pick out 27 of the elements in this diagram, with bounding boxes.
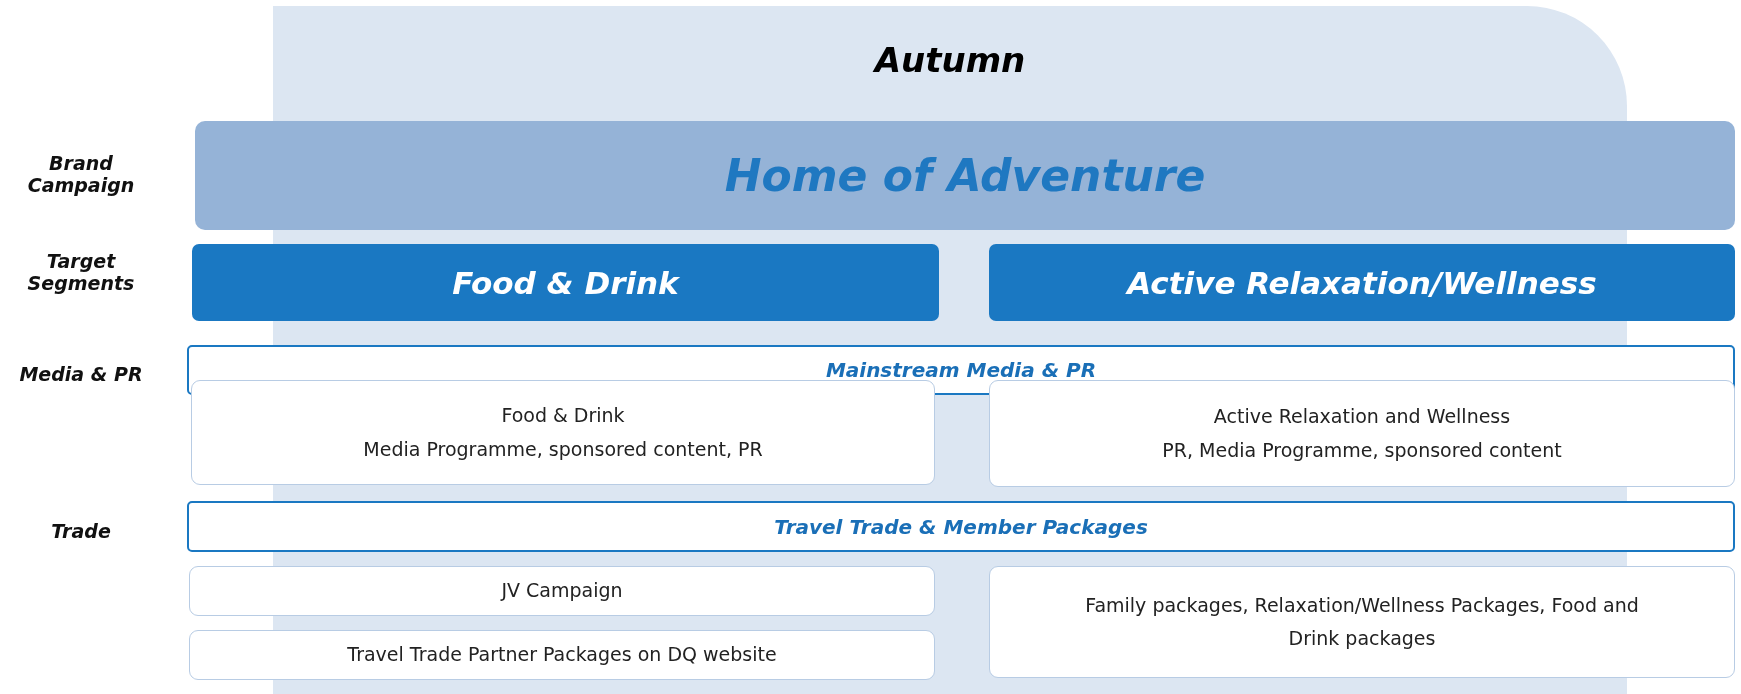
segment-box <box>192 244 939 321</box>
campaign-banner <box>195 121 1735 230</box>
activity-text: Travel Trade Partner Packages on DQ website <box>347 642 777 668</box>
activity-card <box>189 630 935 680</box>
channel-title: Travel Trade & Member Packages <box>774 514 1148 539</box>
campaign-title: Home of Adventure <box>724 150 1206 201</box>
activity-text: Active Relaxation and Wellness <box>1213 404 1511 430</box>
activity-card <box>989 380 1735 487</box>
row-label: Brand Campaign <box>26 152 136 196</box>
row-label: Media & PR <box>18 363 144 385</box>
segment-title: Active Relaxation/Wellness <box>1127 264 1597 301</box>
channel-title: Mainstream Media & PR <box>825 358 1097 382</box>
activity-text: JV Campaign <box>501 578 623 604</box>
row-label: Trade <box>50 520 112 542</box>
segment-box <box>989 244 1735 321</box>
row-label: Target Segments <box>26 250 136 294</box>
activity-text: Food & Drink <box>501 403 625 429</box>
activity-card <box>191 380 935 485</box>
activity-text: Family packages, Relaxation/Wellness Packages, Food and Drink packages <box>1084 592 1640 651</box>
segment-title: Food & Drink <box>452 264 679 301</box>
season-heading: Autumn <box>874 40 1026 80</box>
season-panel <box>273 6 1627 118</box>
activity-card <box>989 566 1735 678</box>
activity-text: PR, Media Programme, sponsored content <box>1162 437 1562 463</box>
activity-text: Media Programme, sponsored content, PR <box>363 436 763 462</box>
activity-card <box>189 566 935 616</box>
channel-band <box>187 501 1735 552</box>
